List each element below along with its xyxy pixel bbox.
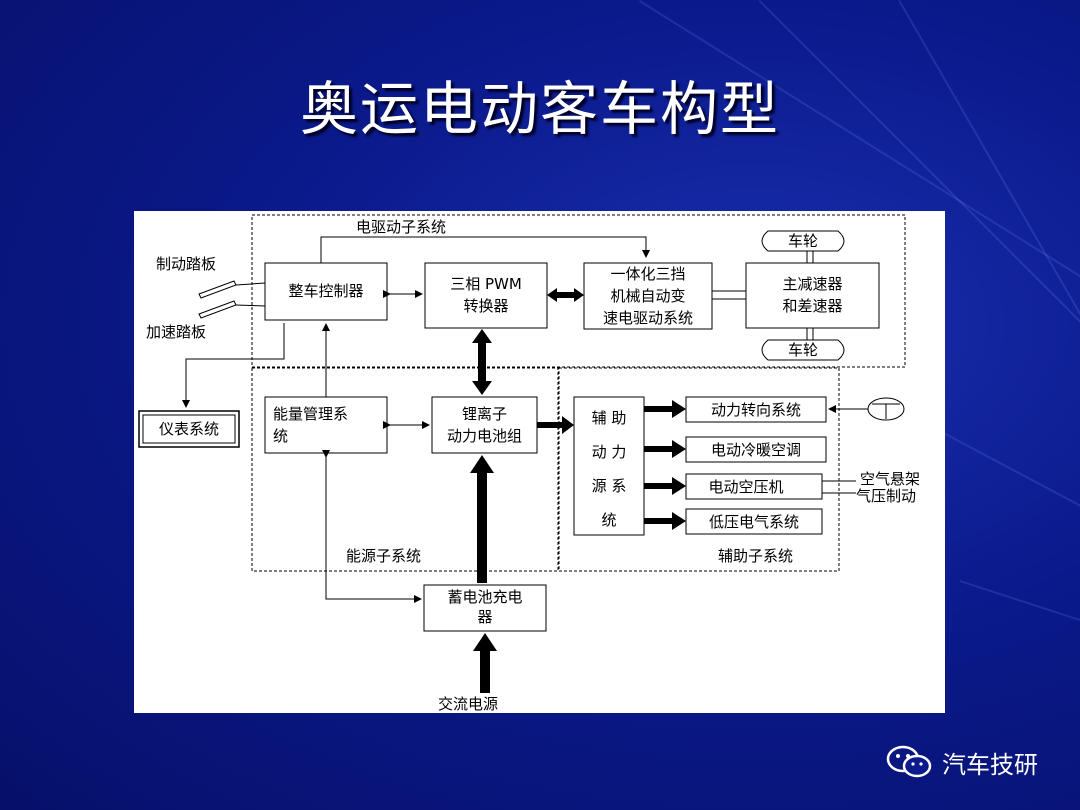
- diagram-panel: 电驱动子系统 能源子系统 辅助子系统 制动踏板 加速踏板 整车控制器 三相 PW…: [134, 211, 945, 713]
- energy-mgmt-label: 能量管理系 统: [273, 405, 349, 445]
- compressor-box: [685, 473, 823, 500]
- wheel-top-shape: [761, 230, 845, 252]
- dashboard-box-inner: [142, 414, 236, 444]
- lv-electrical-box: [685, 508, 823, 535]
- wheel-bottom-label: 车轮: [787, 341, 818, 359]
- hvac-box: [685, 436, 827, 463]
- charger-box: [423, 584, 547, 632]
- compressor-label: 电动空压机: [708, 478, 784, 496]
- amt-label: 一体化三挡 机械自动变 速电驱动系统: [602, 265, 693, 327]
- brake-pedal-icon: [198, 280, 237, 299]
- aux-hvac-thick-arrow: [644, 440, 686, 458]
- aux-compressor-thick-arrow: [644, 477, 686, 495]
- drive-subsystem-label: 电驱动子系统: [356, 218, 447, 236]
- dashboard-label: 仪表系统: [158, 420, 219, 438]
- brake-pedal-label: 制动踏板: [156, 255, 217, 273]
- pwm-label: 三相 PWM 转换器: [450, 275, 522, 315]
- amt-box: [583, 262, 713, 330]
- air-suspension-label: 空气悬架: [860, 470, 921, 488]
- watermark: 汽车技研: [886, 744, 1038, 780]
- background-ray: [959, 580, 1080, 644]
- aux-lv-thick-arrow: [644, 512, 686, 530]
- battery-label: 锂离子 动力电池组: [446, 405, 522, 445]
- energy-subsystem-label: 能源子系统: [346, 547, 422, 565]
- wheel-top-label: 车轮: [787, 232, 818, 250]
- battery-aux-thick-arrow: [537, 416, 574, 434]
- watermark-text: 汽车技研: [942, 750, 1038, 779]
- charger-battery-thick-arrow: [470, 455, 494, 583]
- vcu-label: 整车控制器: [288, 282, 364, 300]
- vcu-to-dashboard-line: [182, 323, 285, 408]
- pwm-battery-thick-arrow: [472, 329, 492, 395]
- aux-subsystem-label: 辅助子系统: [718, 547, 794, 565]
- wheel-bottom-shape: [761, 339, 845, 361]
- pedal-link: [235, 282, 266, 286]
- energy-subsystem-region: [251, 367, 559, 572]
- pwm-box: [424, 262, 548, 329]
- drive-subsystem-region: [251, 214, 906, 368]
- charger-label: 蓄电池充电 器: [447, 588, 523, 626]
- lv-electrical-label: 低压电气系统: [708, 513, 799, 531]
- ac-source-label: 交流电源: [438, 695, 499, 713]
- background-ray: [939, 430, 1080, 573]
- air-brake-label: 气压制动: [856, 487, 917, 505]
- diagram-svg: [138, 214, 906, 693]
- accel-pedal-label: 加速踏板: [146, 323, 207, 341]
- aux-power-box: [573, 396, 645, 536]
- steering-wheel-spokes: [872, 403, 900, 419]
- pedal-link: [235, 304, 266, 307]
- power-steering-label: 动力转向系统: [710, 401, 801, 419]
- slide-title: 奥运电动客车构型: [299, 75, 780, 143]
- accel-pedal-icon: [198, 300, 237, 319]
- charger-energy-link: [322, 450, 422, 603]
- aux-steering-thick-arrow: [644, 400, 686, 418]
- power-steering-box: [685, 396, 827, 423]
- hvac-label: 电动冷暖空调: [710, 441, 801, 459]
- amt-pwm-thick-arrow: [547, 288, 584, 302]
- aux-subsystem-region: [558, 367, 840, 572]
- aux-power-label: 辅 助 动 力 源 系 统: [591, 409, 627, 529]
- vcu-to-amt-line: [320, 236, 650, 263]
- final-drive-label: 主减速器 和差速器: [782, 275, 843, 315]
- wechat-icon: [886, 745, 932, 778]
- dashboard-box-outer: [138, 410, 240, 448]
- ac-charger-thick-arrow: [473, 633, 497, 693]
